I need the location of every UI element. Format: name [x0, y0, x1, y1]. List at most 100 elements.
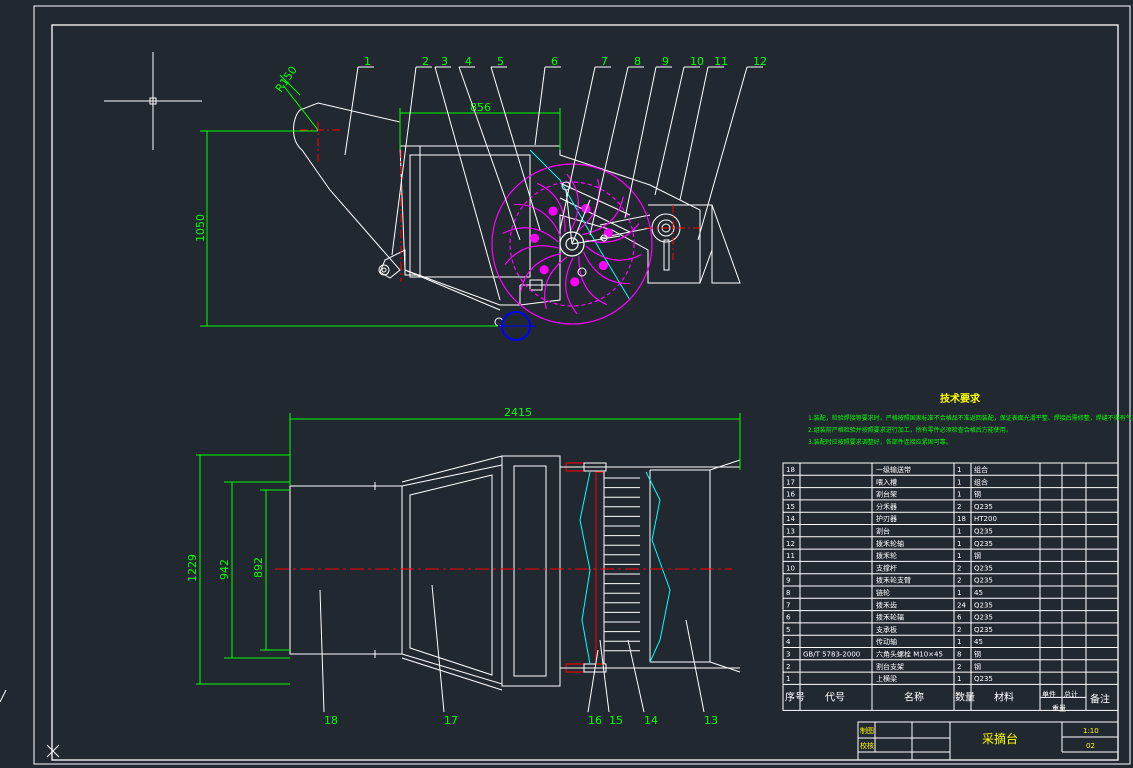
part-no: 3 [786, 651, 790, 659]
part-material: 钢 [974, 650, 981, 659]
part-material: Q235 [974, 675, 993, 683]
part-material: Q235 [974, 540, 993, 548]
dim-width-892: 892 [252, 557, 265, 578]
cutter-line-side [529, 149, 631, 301]
part-qty: 2 [957, 626, 961, 634]
part-name: 传动轴 [876, 637, 897, 646]
reel-tine [514, 203, 561, 237]
drawn-label: 制图 [860, 726, 874, 735]
part-qty: 2 [957, 577, 961, 585]
balloon-3: 3 [441, 55, 448, 68]
part-name: 支撑杆 [876, 563, 897, 572]
part-material: 45 [974, 589, 983, 597]
balloon-1: 1 [364, 55, 371, 68]
drawing-scale: 1:10 [1083, 727, 1099, 735]
tine-clamp [570, 277, 580, 287]
reel-tine [566, 173, 579, 231]
part-name: 拨禾齿 [876, 600, 897, 609]
header-weight: 重量 [1052, 704, 1066, 712]
balloon-15: 15 [609, 714, 623, 727]
header-qty: 数量 [955, 690, 975, 703]
part-material: Q235 [974, 626, 993, 634]
part-no: 17 [786, 478, 795, 486]
side-centerlines [300, 122, 700, 282]
reel-wheel [491, 163, 653, 325]
part-no: 1 [786, 675, 790, 683]
balloon-14: 14 [644, 714, 658, 727]
part-no: 7 [786, 601, 790, 609]
title-block [857, 721, 1119, 761]
part-name: 割台支架 [876, 662, 904, 671]
part-material: 钢 [974, 662, 981, 671]
part-no: 4 [786, 638, 791, 646]
part-qty: 1 [957, 552, 961, 560]
ucs-icon [0, 689, 60, 758]
balloon-7: 7 [601, 55, 608, 68]
part-qty: 1 [957, 540, 961, 548]
crosshair-cursor-icon[interactable] [104, 52, 202, 150]
dim-height: 1050 [194, 214, 207, 242]
reel-tine [520, 252, 562, 292]
reel-tine [504, 245, 559, 265]
reel-tine [544, 256, 568, 310]
part-name: 拨禾轮支臂 [876, 576, 911, 585]
balloon-10: 10 [690, 55, 704, 68]
part-no: 6 [786, 614, 791, 622]
part-material: 钢 [974, 490, 981, 499]
requirement-2: 2.组装前严格检验并按照要求进行加工，所有零件必须检查合格后方能使用。 [808, 426, 1012, 434]
part-name: 拨禾轮辐 [876, 613, 904, 622]
part-material: Q235 [974, 601, 993, 609]
outer-border [33, 5, 1131, 765]
part-material: HT200 [974, 515, 997, 523]
part-no: 15 [786, 503, 795, 511]
reel-tine [582, 196, 624, 236]
balloon-18: 18 [324, 714, 338, 727]
part-code: GB/T 5783-2000 [803, 651, 860, 659]
tine-clamp [548, 206, 558, 216]
part-material: Q235 [974, 564, 993, 572]
side-view [293, 102, 741, 327]
feed-trough-outline [401, 464, 503, 685]
balloon-5: 5 [497, 55, 504, 68]
balloon-11: 11 [714, 55, 728, 68]
part-no: 9 [786, 577, 790, 585]
balloon-2: 2 [422, 55, 429, 68]
header-total-weight: 总计 [1064, 689, 1078, 698]
dim-total-width: 1229 [186, 554, 199, 582]
drawing-title: 采摘台 [982, 731, 1018, 746]
balloon-17: 17 [444, 714, 458, 727]
side-dimensions [200, 74, 561, 327]
bottom-leaders [319, 584, 705, 713]
part-qty: 18 [957, 515, 966, 523]
part-name: 六角头螺栓 M10×45 [876, 650, 943, 659]
part-name: 喂入槽 [876, 477, 897, 486]
part-qty: 6 [957, 614, 962, 622]
checked-label: 校核 [860, 741, 874, 750]
part-name: 一级输送带 [876, 465, 911, 474]
part-material: Q235 [974, 528, 993, 536]
part-qty: 1 [957, 466, 961, 474]
part-qty: 1 [957, 478, 961, 486]
part-name: 拨禾轮 [876, 551, 897, 560]
part-material: Q235 [974, 503, 993, 511]
header-name: 名称 [904, 690, 924, 703]
balloon-leaders [344, 66, 763, 301]
part-qty: 24 [957, 601, 966, 609]
part-name: 割台 [876, 527, 890, 536]
part-qty: 1 [957, 675, 961, 683]
balloon-6: 6 [551, 55, 558, 68]
part-name: 护刃器 [876, 514, 897, 523]
header-code: 代号 [825, 691, 845, 703]
reel-tine [578, 256, 608, 306]
reel-tine [536, 182, 566, 232]
part-qty: 1 [957, 589, 961, 597]
part-qty: 1 [957, 638, 961, 646]
header-unit-weight: 单件 [1042, 689, 1056, 698]
part-material: Q235 [974, 577, 993, 585]
header-frame-outline [501, 455, 561, 687]
tine-clamp [603, 228, 613, 238]
part-material: 组合 [974, 465, 988, 474]
